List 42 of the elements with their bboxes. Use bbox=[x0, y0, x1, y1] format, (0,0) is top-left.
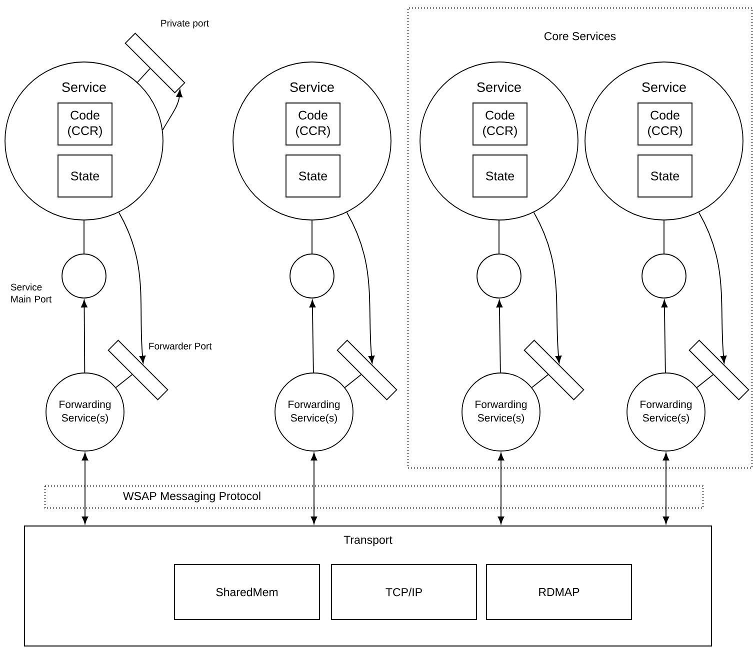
component-box: State bbox=[58, 154, 112, 198]
component-box: Code (CCR) bbox=[638, 102, 692, 146]
connector bbox=[531, 374, 549, 388]
arrow bbox=[310, 452, 318, 524]
arrow bbox=[309, 300, 316, 373]
connector bbox=[696, 374, 714, 388]
port-label: Service Main Port bbox=[10, 284, 52, 302]
port-bar bbox=[124, 32, 186, 94]
component-box: RDMAP bbox=[486, 564, 632, 620]
component-box: State bbox=[638, 154, 692, 198]
component-box: Code (CCR) bbox=[58, 102, 112, 146]
port-label: Private port bbox=[161, 20, 209, 28]
connector bbox=[498, 220, 500, 254]
component-box: State bbox=[286, 154, 340, 198]
arrow bbox=[162, 89, 182, 130]
arrow bbox=[662, 452, 670, 524]
connector bbox=[344, 374, 362, 388]
component-box: SharedMem bbox=[174, 564, 320, 620]
component-box: Code (CCR) bbox=[472, 102, 528, 146]
protocol-band: WSAP Messaging Protocol bbox=[44, 486, 704, 508]
component-box: Code (CCR) bbox=[286, 102, 340, 146]
arrow bbox=[346, 212, 375, 364]
arrow bbox=[498, 452, 504, 524]
port-circle bbox=[642, 254, 686, 298]
arrow bbox=[118, 212, 146, 364]
port-circle bbox=[476, 254, 522, 298]
arrow bbox=[533, 212, 562, 364]
arrow bbox=[82, 452, 88, 524]
arrow bbox=[496, 300, 503, 373]
component-box: State bbox=[472, 154, 528, 198]
arrow bbox=[661, 300, 668, 373]
arrow bbox=[81, 300, 88, 373]
connector bbox=[137, 68, 150, 83]
connector bbox=[115, 374, 133, 388]
port-label: Forwarder Port bbox=[149, 342, 212, 350]
port-bar bbox=[524, 340, 584, 400]
component-box: TCP/IP bbox=[331, 564, 477, 620]
port-bar bbox=[336, 340, 398, 400]
port-bar bbox=[688, 340, 750, 400]
port-circle bbox=[62, 254, 106, 298]
arrow bbox=[698, 212, 727, 364]
port-circle bbox=[290, 254, 334, 298]
